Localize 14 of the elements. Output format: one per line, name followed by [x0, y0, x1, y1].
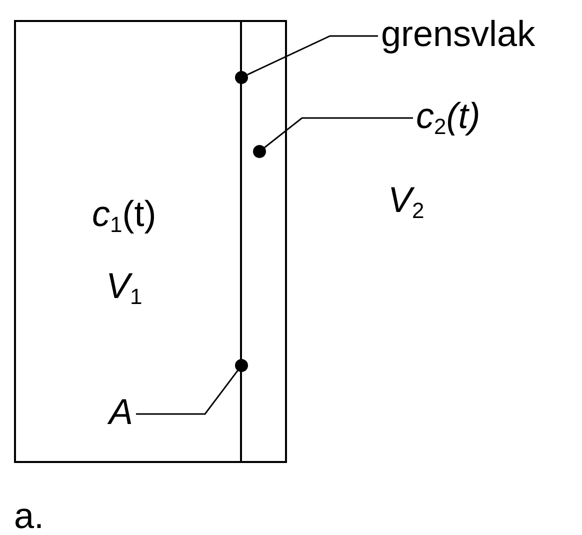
point-label: c$_{2}$(t) — [416, 96, 480, 136]
concentration-label: c$_{1}$(t) — [92, 194, 156, 234]
point-dot — [253, 145, 266, 158]
volume-label: V$_{1}$ — [106, 266, 142, 306]
leader-line — [136, 370, 238, 415]
leader-line — [247, 35, 378, 76]
point-label: A — [109, 392, 134, 432]
point-dot — [235, 359, 248, 372]
vessel-box — [14, 20, 287, 463]
point-label: grensvlak — [381, 14, 536, 54]
leader-line — [264, 117, 413, 148]
volume-label: V$_{2}$ — [388, 180, 424, 220]
panel-label: a. — [14, 496, 44, 535]
point-dot — [235, 71, 248, 84]
